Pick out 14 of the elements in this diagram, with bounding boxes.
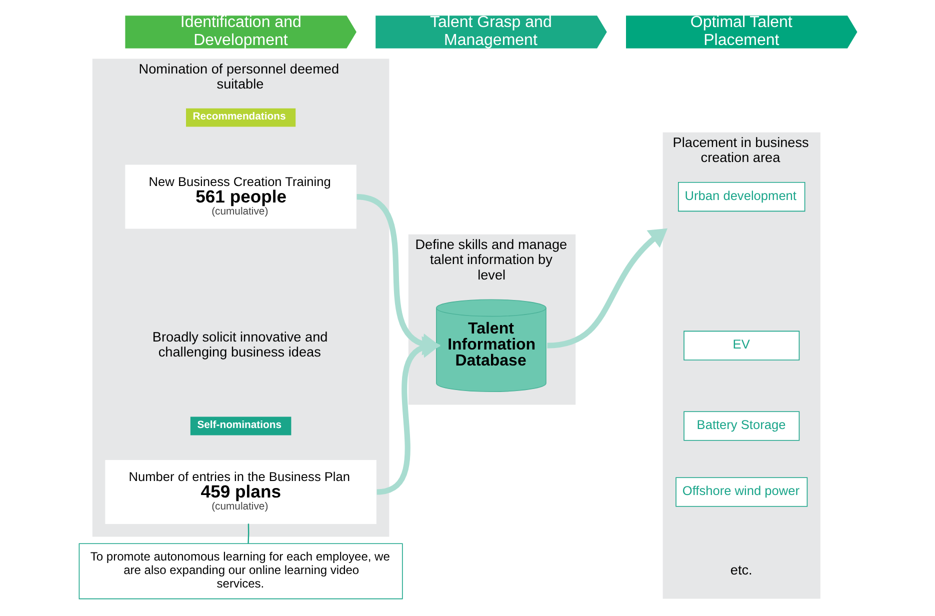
node-box: Number of entries in the Business Plan 459 plans (cumulative) [104,460,376,524]
node-box: Urban development [678,182,805,212]
label: etc. [730,562,752,578]
node-box: Self-nominations [190,416,291,436]
node-box: New Business Creation Training 561 people (cumulative) [124,164,356,229]
node-box: Battery Storage [683,411,800,441]
node-box: Recommendations [186,108,296,127]
node-box: Offshore wind power [675,477,808,507]
arrow [546,228,667,348]
node-box: To promote autonomous learning for each employee, we are also expanding our online learning video services. [78,543,402,600]
label: Broadly solicit innovative and challenging business ideas [152,329,328,360]
arrow [376,336,440,495]
node-box: EV [683,330,800,360]
connector [247,524,249,544]
